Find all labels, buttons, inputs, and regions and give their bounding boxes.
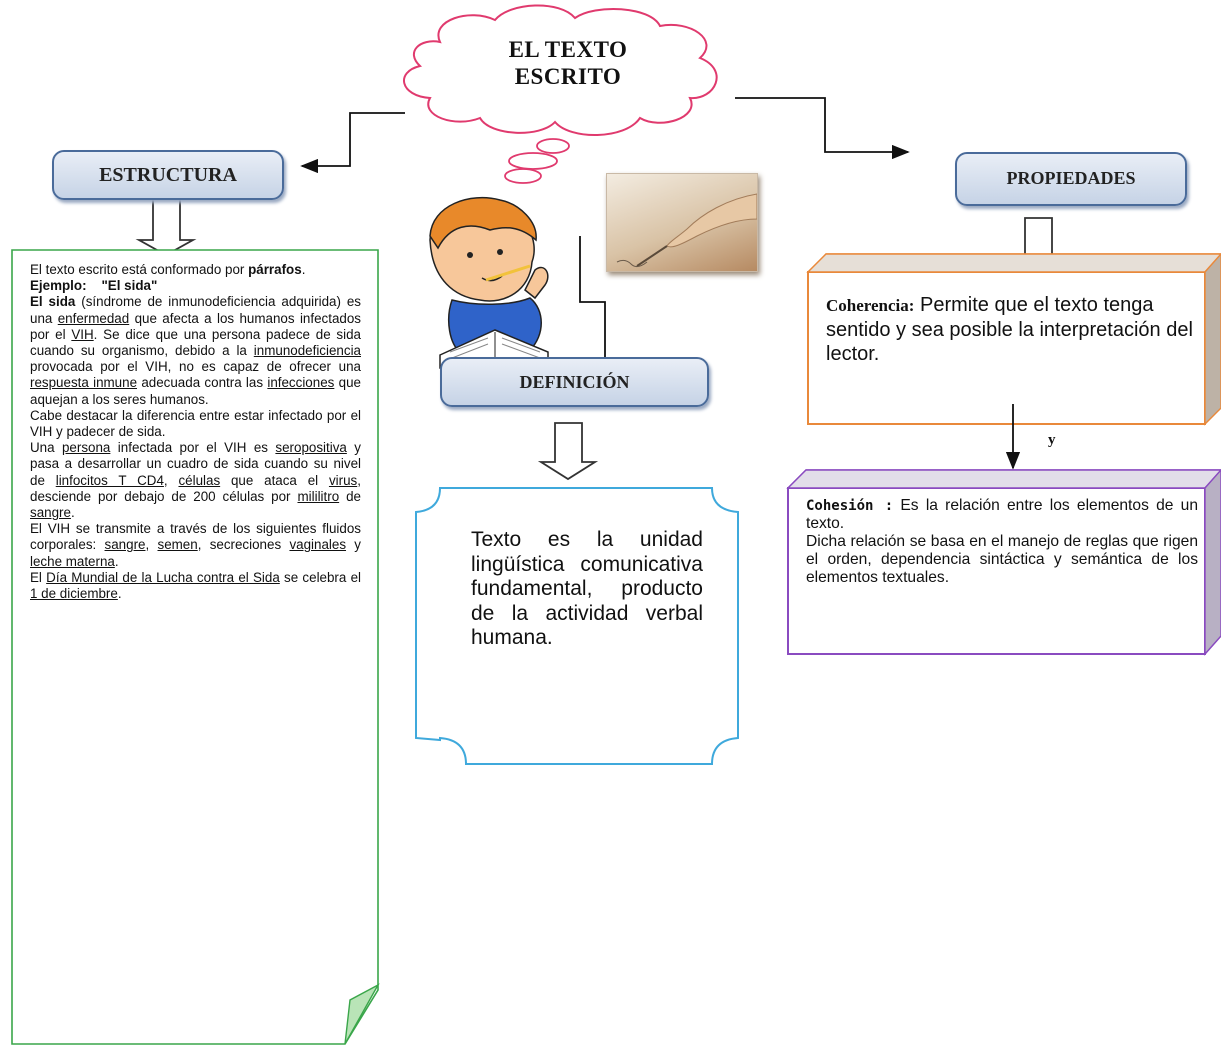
connector-y-label: y [1048, 432, 1056, 448]
connector-to-estructura [300, 112, 405, 174]
cohesion-description-2: Dicha relación se basa en el manejo de r… [806, 533, 1198, 586]
estructura-paper-shape [11, 249, 379, 1045]
connector-to-propiedades [735, 97, 910, 160]
estructura-label: ESTRUCTURA [52, 150, 284, 200]
estructura-paragraph-5: El VIH se transmite a través de los sigu… [30, 521, 361, 569]
connector-to-definicion [579, 236, 606, 357]
student-illustration [429, 196, 549, 369]
coherencia-title: Coherencia: [826, 296, 915, 315]
cohesion-text: Cohesión : Es la relación entre los elem… [806, 497, 1198, 587]
ejemplo-line: Ejemplo: "El sida" [30, 278, 158, 294]
handwriting-photo [606, 173, 758, 272]
cohesion-title: Cohesión : [806, 498, 894, 514]
estructura-paragraph-1: El texto escrito está conformado por pár… [30, 262, 306, 277]
propiedades-label: PROPIEDADES [955, 152, 1187, 206]
central-cloud-shape [403, 4, 718, 184]
coherencia-description: Permite que el texto tenga sentido y sea… [826, 294, 1193, 365]
cohesion-box-shape [786, 468, 1221, 656]
coherencia-box-shape [806, 252, 1221, 426]
central-title-line2: ESCRITO [514, 64, 622, 89]
estructura-paragraph-6: El Día Mundial de la Lucha contra el Sid… [30, 569, 361, 602]
estructura-paragraph-2: El sida (síndrome de inmunodeficiencia a… [30, 294, 361, 407]
definicion-text: Texto es la unidad lingüística comunicat… [471, 528, 703, 649]
central-title-line1: EL TEXTO [508, 37, 628, 62]
definicion-label: DEFINICIÓN [440, 357, 709, 407]
estructura-paragraph-4: Una persona infectada por el VIH es sero… [30, 440, 361, 521]
coherencia-text: Coherencia: Permite que el texto tenga s… [826, 293, 1198, 366]
hollow-arrow-definicion [537, 422, 599, 481]
hollow-arrow-estructura [135, 197, 197, 257]
definicion-frame-shape [415, 487, 739, 765]
estructura-text: El texto escrito está conformado por pár… [30, 262, 361, 602]
central-title: EL TEXTO ESCRITO [468, 36, 668, 90]
estructura-paragraph-3: Cabe destacar la diferencia entre estar … [30, 407, 361, 440]
cohesion-description-1: Es la relación entre los elementos de un… [806, 497, 1198, 532]
